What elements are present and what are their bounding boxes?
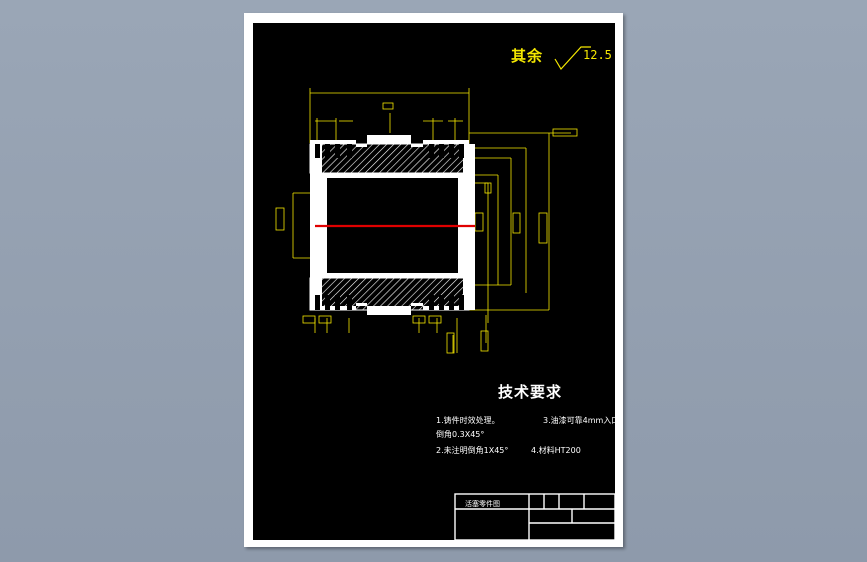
dimension-lines	[275, 88, 578, 354]
drawing-sheet: 其余 12.5	[244, 13, 623, 547]
tech-requirement-item: 3.油漆可靠4mm入口	[543, 416, 620, 425]
tech-requirements-title: 技术要求	[498, 383, 563, 401]
title-block	[454, 493, 616, 541]
roughness-check-icon	[554, 46, 591, 71]
tech-requirement-item: 2.未注明倒角1X45°	[436, 446, 509, 455]
piston-body	[309, 135, 475, 315]
drawing-frame: 其余 12.5	[253, 23, 619, 541]
roughness-value: 12.5	[583, 48, 612, 62]
tech-requirement-item: 1.铸件时效处理。	[436, 416, 500, 425]
roughness-label: 其余	[511, 47, 544, 65]
drawing-name: 活塞零件图	[465, 500, 500, 508]
tech-requirement-item: 倒角0.3X45°	[436, 430, 485, 439]
piston-part-drawing	[275, 88, 578, 354]
tech-requirement-item: 4.材料HT200	[531, 446, 581, 455]
